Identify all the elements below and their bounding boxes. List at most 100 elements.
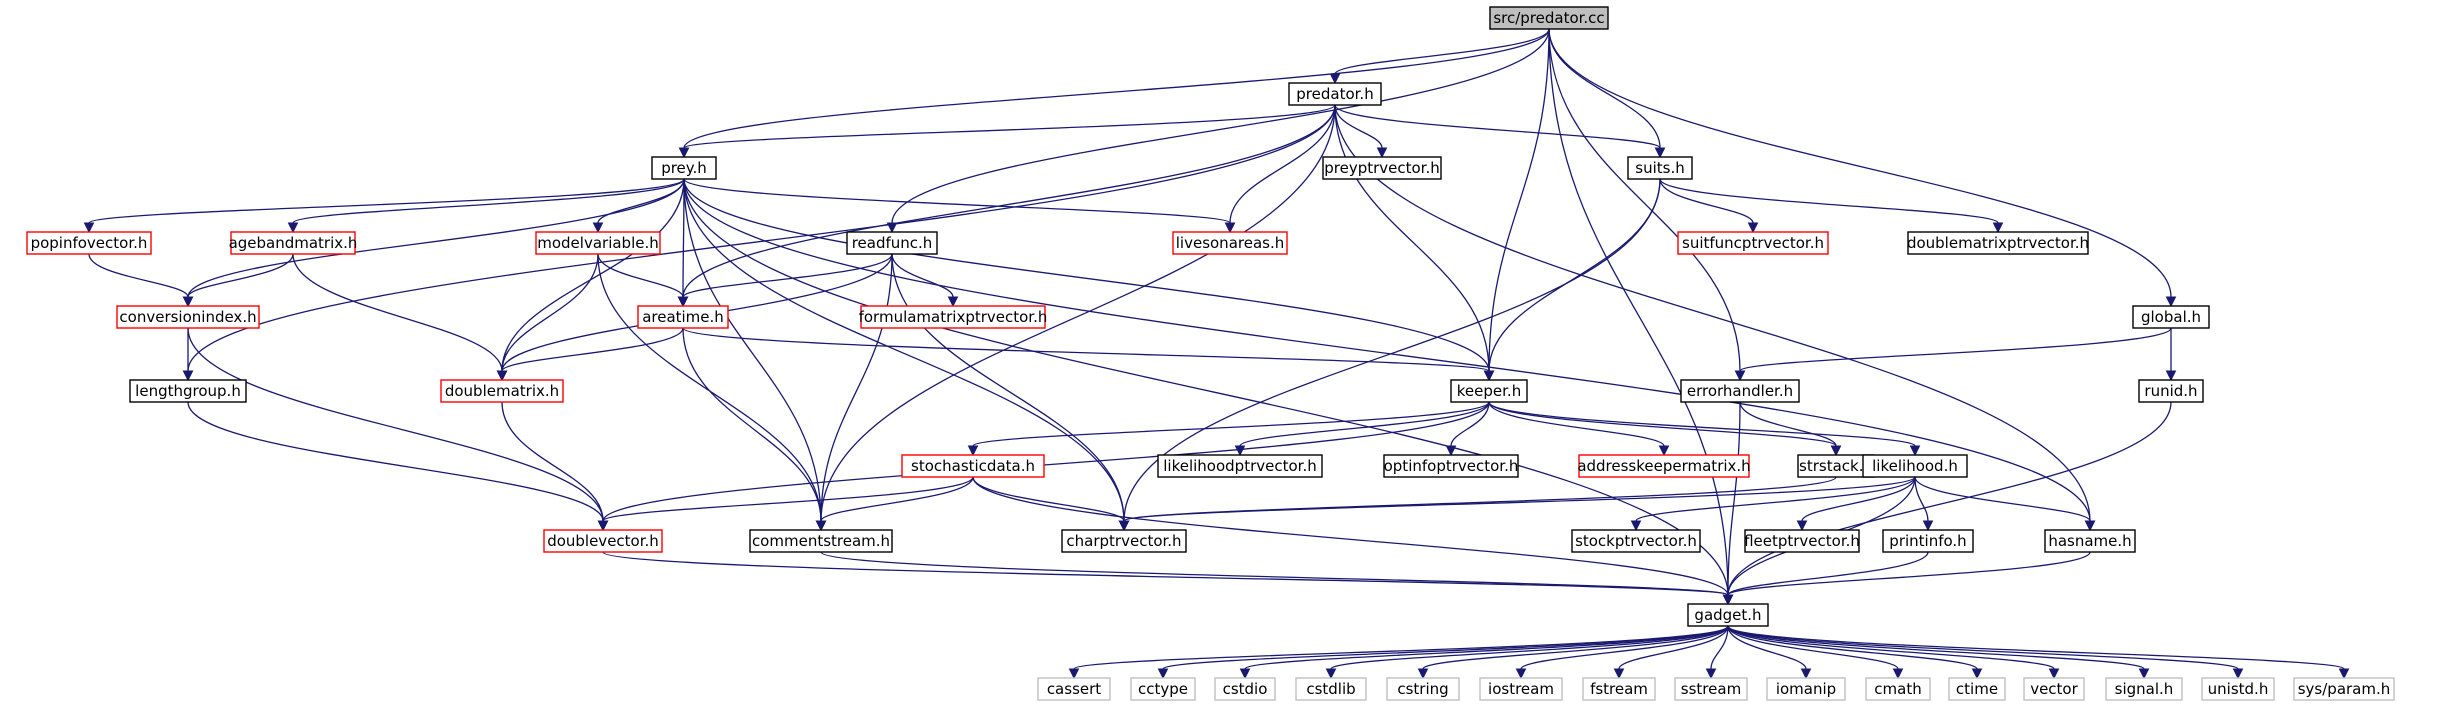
node-suitfuncptrvector-h[interactable]: suitfuncptrvector.h bbox=[1677, 231, 1829, 255]
edge-prey_h-to-modelvariable_h bbox=[592, 178, 685, 234]
edge-areatime_h-to-keeper_h bbox=[682, 327, 1495, 382]
node-sstream[interactable]: sstream bbox=[1674, 677, 1748, 701]
edge-gadget_h-to-cmath bbox=[1727, 625, 1904, 680]
node-readfunc-h[interactable]: readfunc.h bbox=[846, 231, 938, 255]
edge-gadget_h-to-vector bbox=[1727, 625, 2060, 680]
node-label: lengthgroup.h bbox=[135, 382, 241, 400]
edge-conversionindex_h-to-doublevector_h bbox=[187, 327, 609, 532]
node-preyptrvector-h[interactable]: preyptrvector.h bbox=[1322, 156, 1442, 180]
edge-prey_h-to-livesonareas_h bbox=[683, 178, 1236, 234]
edge-suits_h-to-keeper_h bbox=[1483, 178, 1661, 382]
node-hasname-h[interactable]: hasname.h bbox=[2044, 529, 2136, 553]
edge-gadget_h-to-iostream bbox=[1515, 625, 1729, 680]
node-label: sys/param.h bbox=[2298, 680, 2391, 698]
node-label: likelihoodptrvector.h bbox=[1163, 457, 1316, 475]
edge-likelihood_h-to-hasname_h bbox=[1914, 476, 2096, 532]
edge-keeper_h-to-stochasticdata_h bbox=[967, 401, 1490, 457]
node-addresskeepermatrix-h[interactable]: addresskeepermatrix.h bbox=[1577, 454, 1751, 478]
node-agebandmatrix-h[interactable]: agebandmatrix.h bbox=[229, 231, 358, 255]
node-label: addresskeepermatrix.h bbox=[1577, 457, 1750, 475]
node-label: stochasticdata.h bbox=[911, 457, 1035, 475]
node-cstdio[interactable]: cstdio bbox=[1214, 677, 1276, 701]
edge-modelvariable_h-to-areatime_h bbox=[597, 253, 689, 308]
node-runid-h[interactable]: runid.h bbox=[2138, 379, 2204, 403]
node-doublematrixptrvector-h[interactable]: doublematrixptrvector.h bbox=[1907, 231, 2089, 255]
node-label: modelvariable.h bbox=[537, 234, 659, 252]
node-gadget-h[interactable]: gadget.h bbox=[1687, 603, 1769, 627]
node-label: livesonareas.h bbox=[1176, 234, 1284, 252]
edge-gadget_h-to-cstring bbox=[1417, 625, 1729, 680]
node-label: sstream bbox=[1681, 680, 1741, 698]
edges-layer bbox=[83, 28, 2350, 680]
node-cstdlib[interactable]: cstdlib bbox=[1295, 677, 1367, 701]
node-keeper-h[interactable]: keeper.h bbox=[1450, 379, 1528, 403]
node-signal-h[interactable]: signal.h bbox=[2105, 677, 2183, 701]
node-ctime[interactable]: ctime bbox=[1948, 677, 2006, 701]
node-label: fstream bbox=[1590, 680, 1648, 698]
node-label: signal.h bbox=[2115, 680, 2174, 698]
edge-conversionindex_h-to-lengthgroup_h bbox=[182, 328, 194, 382]
node-commentstream-h[interactable]: commentstream.h bbox=[749, 529, 893, 553]
node-conversionindex-h[interactable]: conversionindex.h bbox=[116, 305, 260, 329]
node-stockptrvector-h[interactable]: stockptrvector.h bbox=[1571, 529, 1701, 553]
edge-gadget_h-to-sstream bbox=[1705, 625, 1729, 680]
node-printinfo-h[interactable]: printinfo.h bbox=[1882, 529, 1974, 553]
node-vector[interactable]: vector bbox=[2023, 677, 2085, 701]
node-likelihood-h[interactable]: likelihood.h bbox=[1862, 454, 1968, 478]
node-iomanip[interactable]: iomanip bbox=[1766, 677, 1846, 701]
node-sys-param-h[interactable]: sys/param.h bbox=[2293, 677, 2395, 701]
node-predator-cc[interactable]: src/predator.cc bbox=[1489, 6, 1609, 30]
node-popinfovector-h[interactable]: popinfovector.h bbox=[26, 231, 152, 255]
node-formulamatrixptrvector-h[interactable]: formulamatrixptrvector.h bbox=[859, 305, 1048, 329]
node-label: runid.h bbox=[2144, 382, 2197, 400]
node-label: areatime.h bbox=[642, 308, 724, 326]
edge-prey_h-to-agebandmatrix_h bbox=[287, 178, 685, 234]
node-label: hasname.h bbox=[2048, 532, 2131, 550]
node-label: agebandmatrix.h bbox=[229, 234, 358, 252]
edge-gadget_h-to-ctime bbox=[1727, 625, 1983, 680]
node-label: doublematrixptrvector.h bbox=[1907, 234, 2089, 252]
edge-gadget_h-to-cctype bbox=[1157, 625, 1729, 680]
node-charptrvector-h[interactable]: charptrvector.h bbox=[1061, 529, 1187, 553]
edge-stochasticdata_h-to-charptrvector_h bbox=[972, 476, 1130, 532]
node-doublevector-h[interactable]: doublevector.h bbox=[543, 529, 663, 553]
node-fleetptrvector-h[interactable]: fleetptrvector.h bbox=[1744, 529, 1860, 553]
node-doublematrix-h[interactable]: doublematrix.h bbox=[440, 379, 564, 403]
edge-stochasticdata_h-to-commentstream_h bbox=[815, 476, 974, 532]
node-cctype[interactable]: cctype bbox=[1130, 677, 1196, 701]
node-prey-h[interactable]: prey.h bbox=[651, 156, 717, 180]
edge-likelihood_h-to-printinfo_h bbox=[1914, 476, 1934, 532]
node-label: strstack.h bbox=[1799, 457, 1873, 475]
node-global-h[interactable]: global.h bbox=[2132, 305, 2210, 329]
node-modelvariable-h[interactable]: modelvariable.h bbox=[535, 231, 661, 255]
node-cassert[interactable]: cassert bbox=[1037, 677, 1111, 701]
edge-gadget_h-to-iomanip bbox=[1727, 625, 1812, 680]
node-cstring[interactable]: cstring bbox=[1386, 677, 1460, 701]
node-optinfoptrvector-h[interactable]: optinfoptrvector.h bbox=[1383, 454, 1519, 478]
edge-predator_h-to-livesonareas_h bbox=[1224, 104, 1336, 234]
node-fstream[interactable]: fstream bbox=[1582, 677, 1656, 701]
node-areatime-h[interactable]: areatime.h bbox=[637, 305, 729, 329]
edge-predator_cc-to-keeper_h bbox=[1483, 28, 1550, 382]
edge-agebandmatrix_h-to-conversionindex_h bbox=[182, 253, 294, 308]
edge-predator_cc-to-errorhandler_h bbox=[1548, 28, 1746, 382]
node-lengthgroup-h[interactable]: lengthgroup.h bbox=[129, 379, 247, 403]
node-unistd-h[interactable]: unistd.h bbox=[2201, 677, 2275, 701]
node-likelihoodptrvector-h[interactable]: likelihoodptrvector.h bbox=[1157, 454, 1323, 478]
node-suits-h[interactable]: suits.h bbox=[1627, 156, 1693, 180]
node-errorhandler-h[interactable]: errorhandler.h bbox=[1680, 379, 1800, 403]
edge-likelihood_h-to-fleetptrvector_h bbox=[1796, 476, 1916, 532]
edge-agebandmatrix_h-to-doublematrix_h bbox=[292, 253, 508, 382]
edge-readfunc_h-to-charptrvector_h bbox=[891, 253, 1130, 532]
edge-suits_h-to-suitfuncptrvector_h bbox=[1659, 178, 1759, 234]
node-cmath[interactable]: cmath bbox=[1865, 677, 1931, 701]
node-iostream[interactable]: iostream bbox=[1479, 677, 1563, 701]
node-label: printinfo.h bbox=[1889, 532, 1966, 550]
node-label: keeper.h bbox=[1457, 382, 1521, 400]
node-livesonareas-h[interactable]: livesonareas.h bbox=[1172, 231, 1288, 255]
node-label: cstdlib bbox=[1306, 680, 1355, 698]
edge-areatime_h-to-doublematrix_h bbox=[496, 327, 684, 382]
node-predator-h[interactable]: predator.h bbox=[1288, 82, 1382, 106]
edge-keeper_h-to-addresskeepermatrix_h bbox=[1488, 401, 1670, 457]
node-stochasticdata-h[interactable]: stochasticdata.h bbox=[901, 454, 1045, 478]
